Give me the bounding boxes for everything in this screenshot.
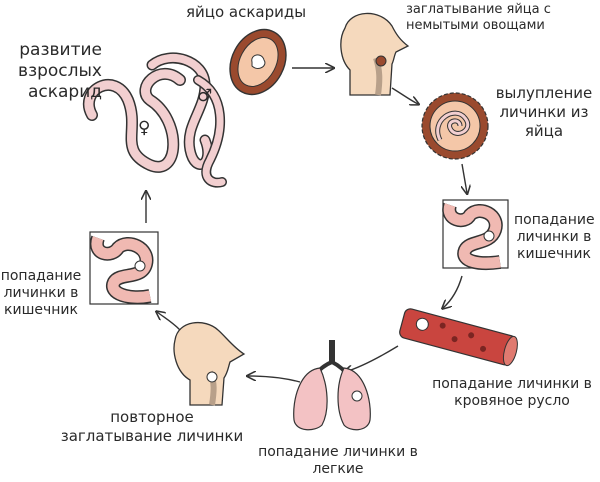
- hatching-egg-illustration: [421, 92, 489, 160]
- hatching-label: вылупление личинки из яйца: [494, 84, 594, 141]
- egg-illustration: [229, 28, 287, 96]
- title-line-1: развитие: [19, 40, 102, 60]
- lungs-label: попадание личинки в легкие: [250, 444, 426, 478]
- hatching-line-2: личинки из: [499, 103, 589, 121]
- lungs-illustration: [293, 340, 371, 431]
- intestine-right-line-3: кишечник: [517, 246, 591, 262]
- title-line-2: взрослых: [18, 61, 102, 81]
- blood-vessel-illustration: [399, 308, 518, 367]
- swallow-egg-line-2: немытыми овощами: [406, 18, 545, 33]
- intestine-right-line-2: личинки в: [516, 229, 592, 245]
- egg-label: яйцо аскариды: [186, 3, 307, 21]
- hatching-line-1: вылупление: [495, 84, 593, 102]
- title-line-3: аскарид: [27, 82, 102, 102]
- arrow-lungs-to-reswallow: [248, 376, 301, 383]
- intestine-right-line-1: попадание: [514, 212, 595, 228]
- arrow-swallow-to-hatch: [391, 87, 418, 104]
- intestine-left-illustration: [89, 231, 159, 305]
- swallow-egg-label: заглатывание яйца с немытыми овощами: [406, 2, 551, 34]
- head-top-illustration: [340, 12, 410, 96]
- arrow-blood-to-lungs: [345, 345, 399, 372]
- swallow-egg-line-1: заглатывание яйца с: [406, 2, 551, 17]
- blood-label: попадание личинки в кровяное русло: [426, 376, 598, 410]
- head-bottom-illustration: [173, 321, 246, 406]
- adult-worms: [82, 52, 227, 188]
- adult-development-title: развитие взрослых аскарид: [2, 40, 102, 103]
- intestine-right-label: попадание личинки в кишечник: [514, 212, 595, 263]
- arrow-intestine-to-blood: [443, 275, 463, 308]
- lungs-line-2: легкие: [312, 461, 364, 477]
- intestine-right-illustration: [442, 199, 509, 271]
- reswallow-line-1: повторное: [110, 408, 194, 426]
- intestine-left-label: попадание личинки в кишечник: [0, 268, 82, 319]
- arrow-hatch-to-intestine: [462, 163, 467, 193]
- reswallow-line-2: заглатывание личинки: [60, 427, 244, 445]
- intestine-left-line-2: личинки в: [3, 285, 79, 301]
- blood-line-1: попадание личинки в: [432, 376, 592, 392]
- lungs-line-1: попадание личинки в: [258, 444, 418, 460]
- hatching-line-3: яйца: [524, 122, 564, 140]
- intestine-left-line-3: кишечник: [4, 302, 78, 318]
- blood-line-2: кровяное русло: [454, 393, 570, 409]
- female-symbol: ♀: [138, 118, 151, 138]
- arrow-reswallow-to-intestine: [157, 312, 181, 331]
- intestine-left-line-1: попадание: [0, 268, 82, 284]
- male-symbol: ♂: [197, 86, 213, 106]
- cycle-arrows: [146, 68, 467, 383]
- reswallow-label: повторное заглатывание личинки: [52, 408, 252, 446]
